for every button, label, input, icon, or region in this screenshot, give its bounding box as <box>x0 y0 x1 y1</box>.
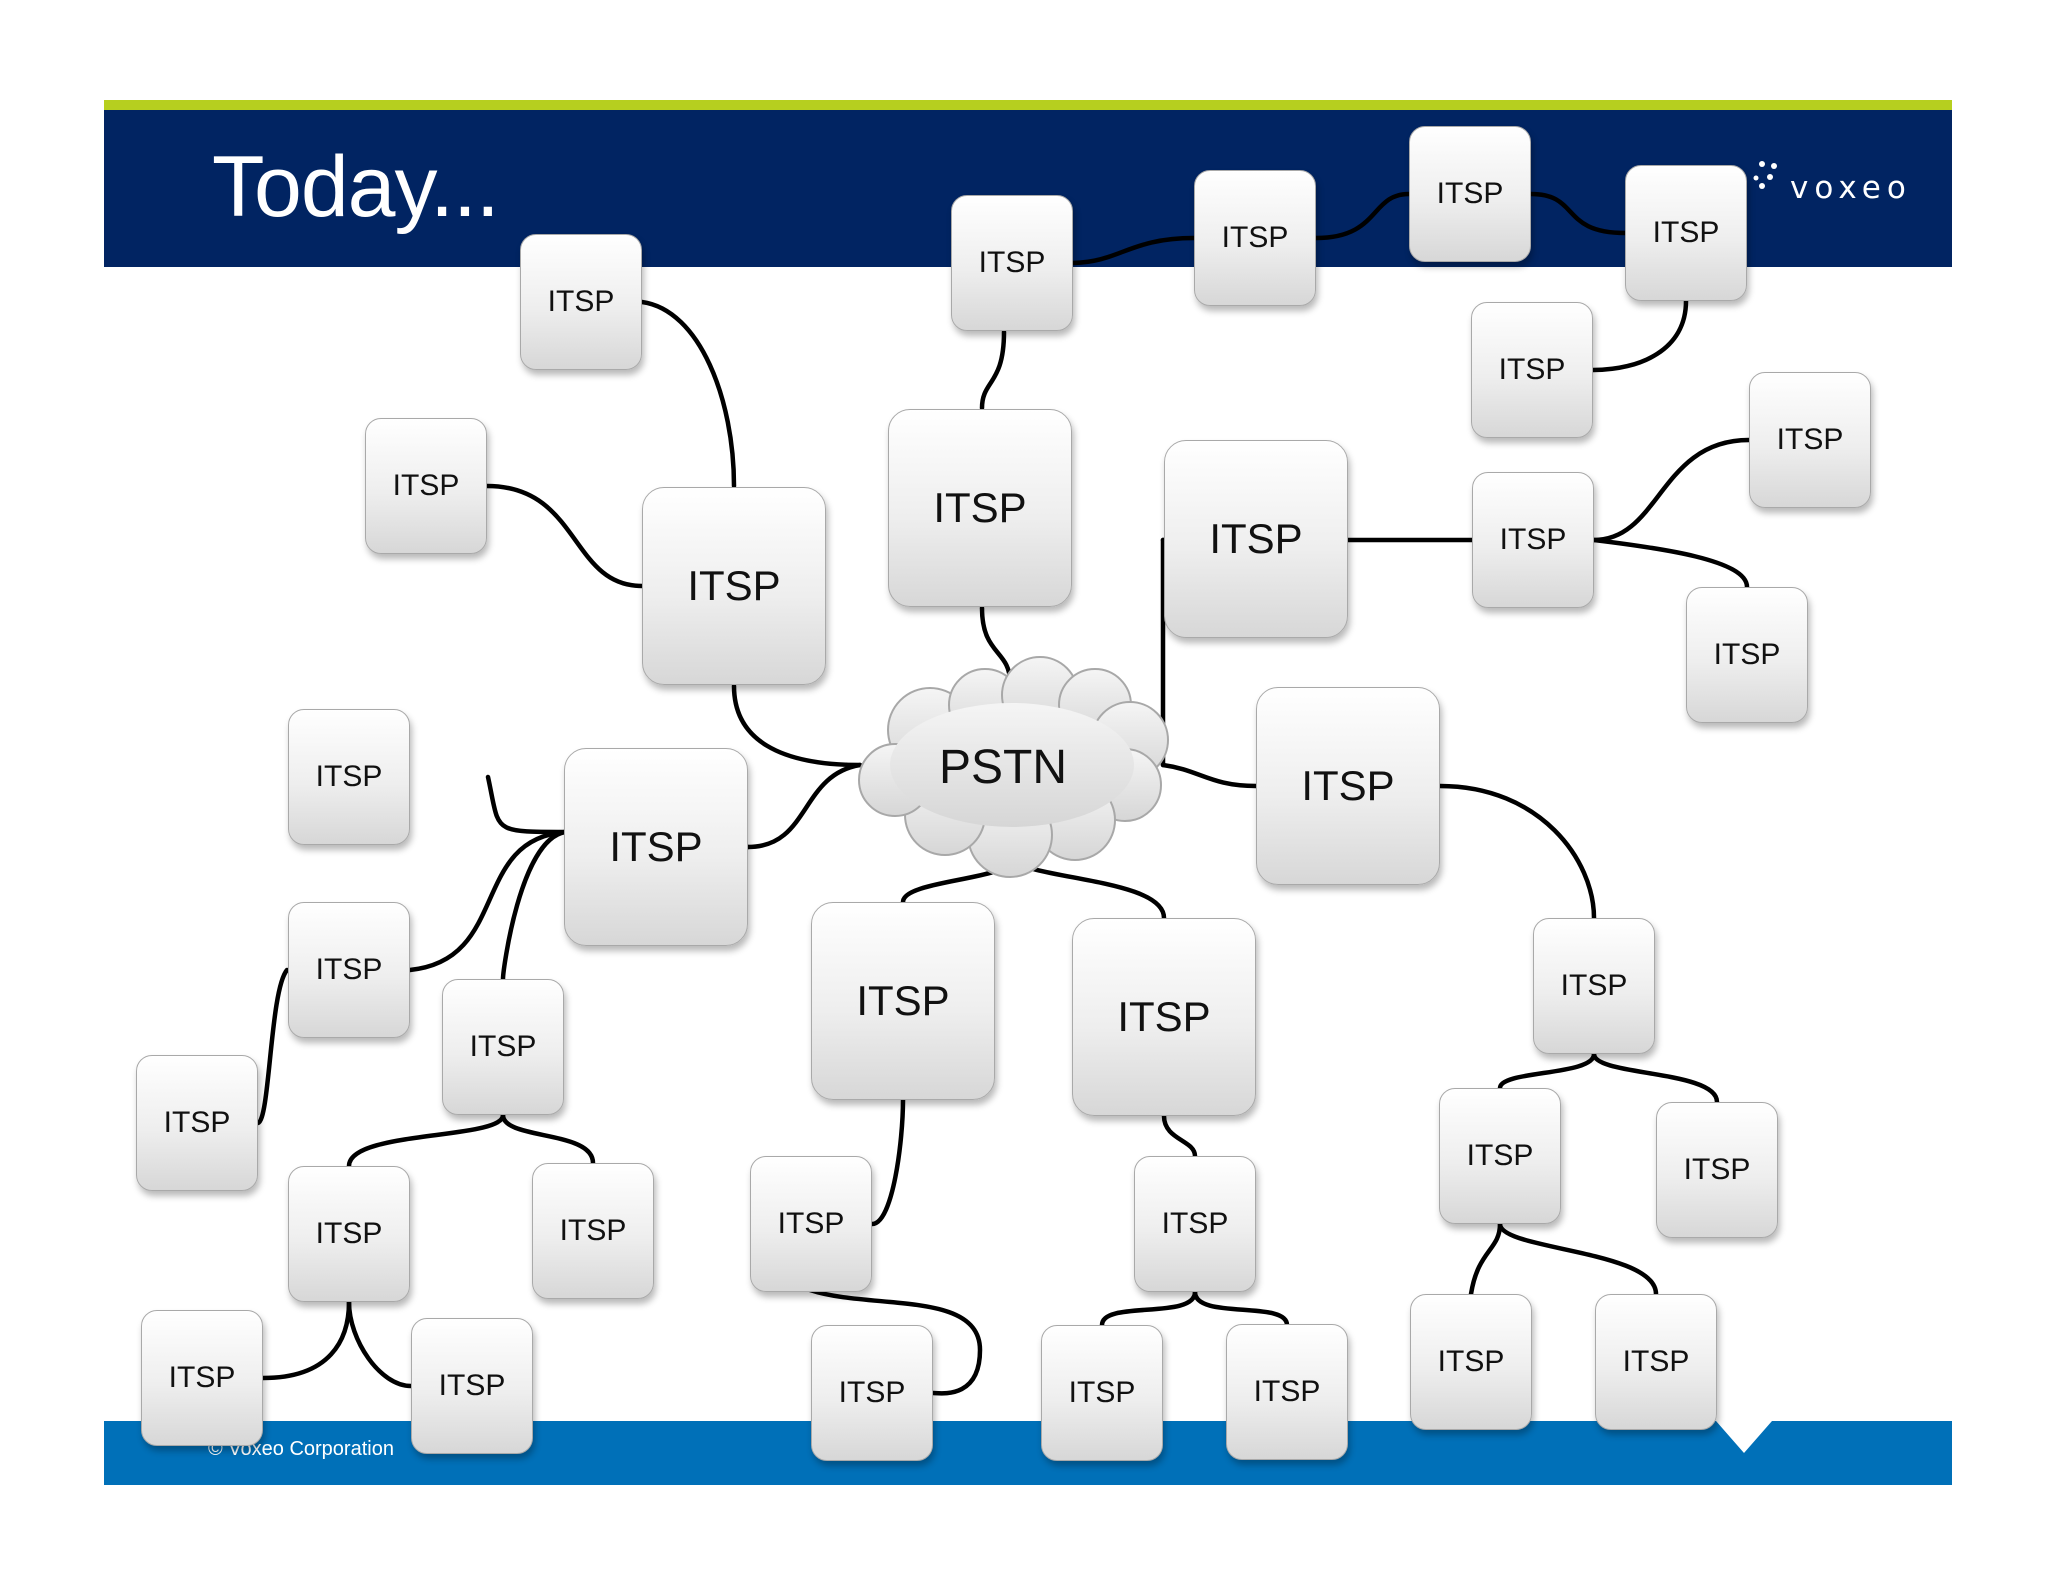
connection-line <box>1099 1289 1198 1328</box>
itsp-node: ITSP <box>1041 1325 1163 1461</box>
connection-line <box>500 829 568 982</box>
connection-line <box>731 683 863 768</box>
voxeo-logo-icon <box>1753 161 1777 189</box>
itsp-node: ITSP <box>1625 165 1747 301</box>
itsp-node: ITSP <box>564 748 748 946</box>
connection-line <box>1437 783 1597 921</box>
itsp-node: ITSP <box>1533 918 1655 1054</box>
itsp-node: ITSP <box>365 418 487 554</box>
connection-line <box>1497 1051 1597 1091</box>
itsp-node: ITSP <box>141 1310 263 1446</box>
connection-line <box>979 329 1007 411</box>
itsp-node: ITSP <box>1194 170 1316 306</box>
itsp-node: ITSP <box>642 487 826 685</box>
itsp-node: ITSP <box>532 1163 654 1299</box>
connection-line <box>1591 1051 1720 1105</box>
connection-line <box>1161 1113 1198 1159</box>
connection-line <box>1192 1289 1290 1328</box>
itsp-node: ITSP <box>1472 472 1594 608</box>
connection-line <box>346 1112 506 1169</box>
pstn-label: PSTN <box>938 741 1067 794</box>
connection-line <box>869 1097 906 1227</box>
footer-notch <box>1716 1421 1772 1453</box>
itsp-node: ITSP <box>1409 126 1531 262</box>
itsp-node: ITSP <box>1686 587 1808 723</box>
itsp-node: ITSP <box>520 234 642 370</box>
connection-line <box>1591 437 1752 543</box>
itsp-node: ITSP <box>888 409 1072 607</box>
connection-line <box>1313 191 1412 241</box>
itsp-node: ITSP <box>288 1166 410 1302</box>
connection-line <box>484 483 645 589</box>
itsp-node: ITSP <box>1749 372 1871 508</box>
connection-line <box>1070 235 1197 266</box>
accent-line <box>104 100 1952 110</box>
connection-line <box>1528 191 1628 236</box>
itsp-node: ITSP <box>1226 1324 1348 1460</box>
itsp-node: ITSP <box>1164 440 1348 638</box>
connection-line <box>1160 762 1259 789</box>
itsp-node: ITSP <box>288 709 410 845</box>
connection-line <box>1590 298 1689 373</box>
connection-line <box>485 774 568 835</box>
connection-line <box>500 1112 596 1166</box>
itsp-node: ITSP <box>1439 1088 1561 1224</box>
itsp-node: ITSP <box>1410 1294 1532 1430</box>
connection-line <box>1591 537 1750 590</box>
itsp-node: ITSP <box>750 1156 872 1292</box>
itsp-node: ITSP <box>1256 687 1440 885</box>
itsp-node: ITSP <box>442 979 564 1115</box>
itsp-node: ITSP <box>951 195 1073 331</box>
connection-line <box>407 829 568 973</box>
connection-line <box>1497 1221 1659 1297</box>
itsp-node: ITSP <box>1072 918 1256 1116</box>
slide-title: Today... <box>212 139 500 235</box>
connection-line <box>346 1299 414 1389</box>
itsp-node: ITSP <box>811 902 995 1100</box>
connection-line <box>1468 1221 1503 1297</box>
itsp-node: ITSP <box>1134 1156 1256 1292</box>
connection-line <box>639 299 737 489</box>
itsp-node: ITSP <box>811 1325 933 1461</box>
itsp-node: ITSP <box>1595 1294 1717 1430</box>
connection-line <box>745 762 863 850</box>
itsp-node: ITSP <box>288 902 410 1038</box>
connection-line <box>255 967 290 1126</box>
connection-line <box>807 1287 983 1396</box>
itsp-node: ITSP <box>136 1055 258 1191</box>
itsp-node: ITSP <box>411 1318 533 1454</box>
brand-name: voxeo <box>1790 170 1912 206</box>
itsp-node: ITSP <box>1471 302 1593 438</box>
itsp-node: ITSP <box>1656 1102 1778 1238</box>
